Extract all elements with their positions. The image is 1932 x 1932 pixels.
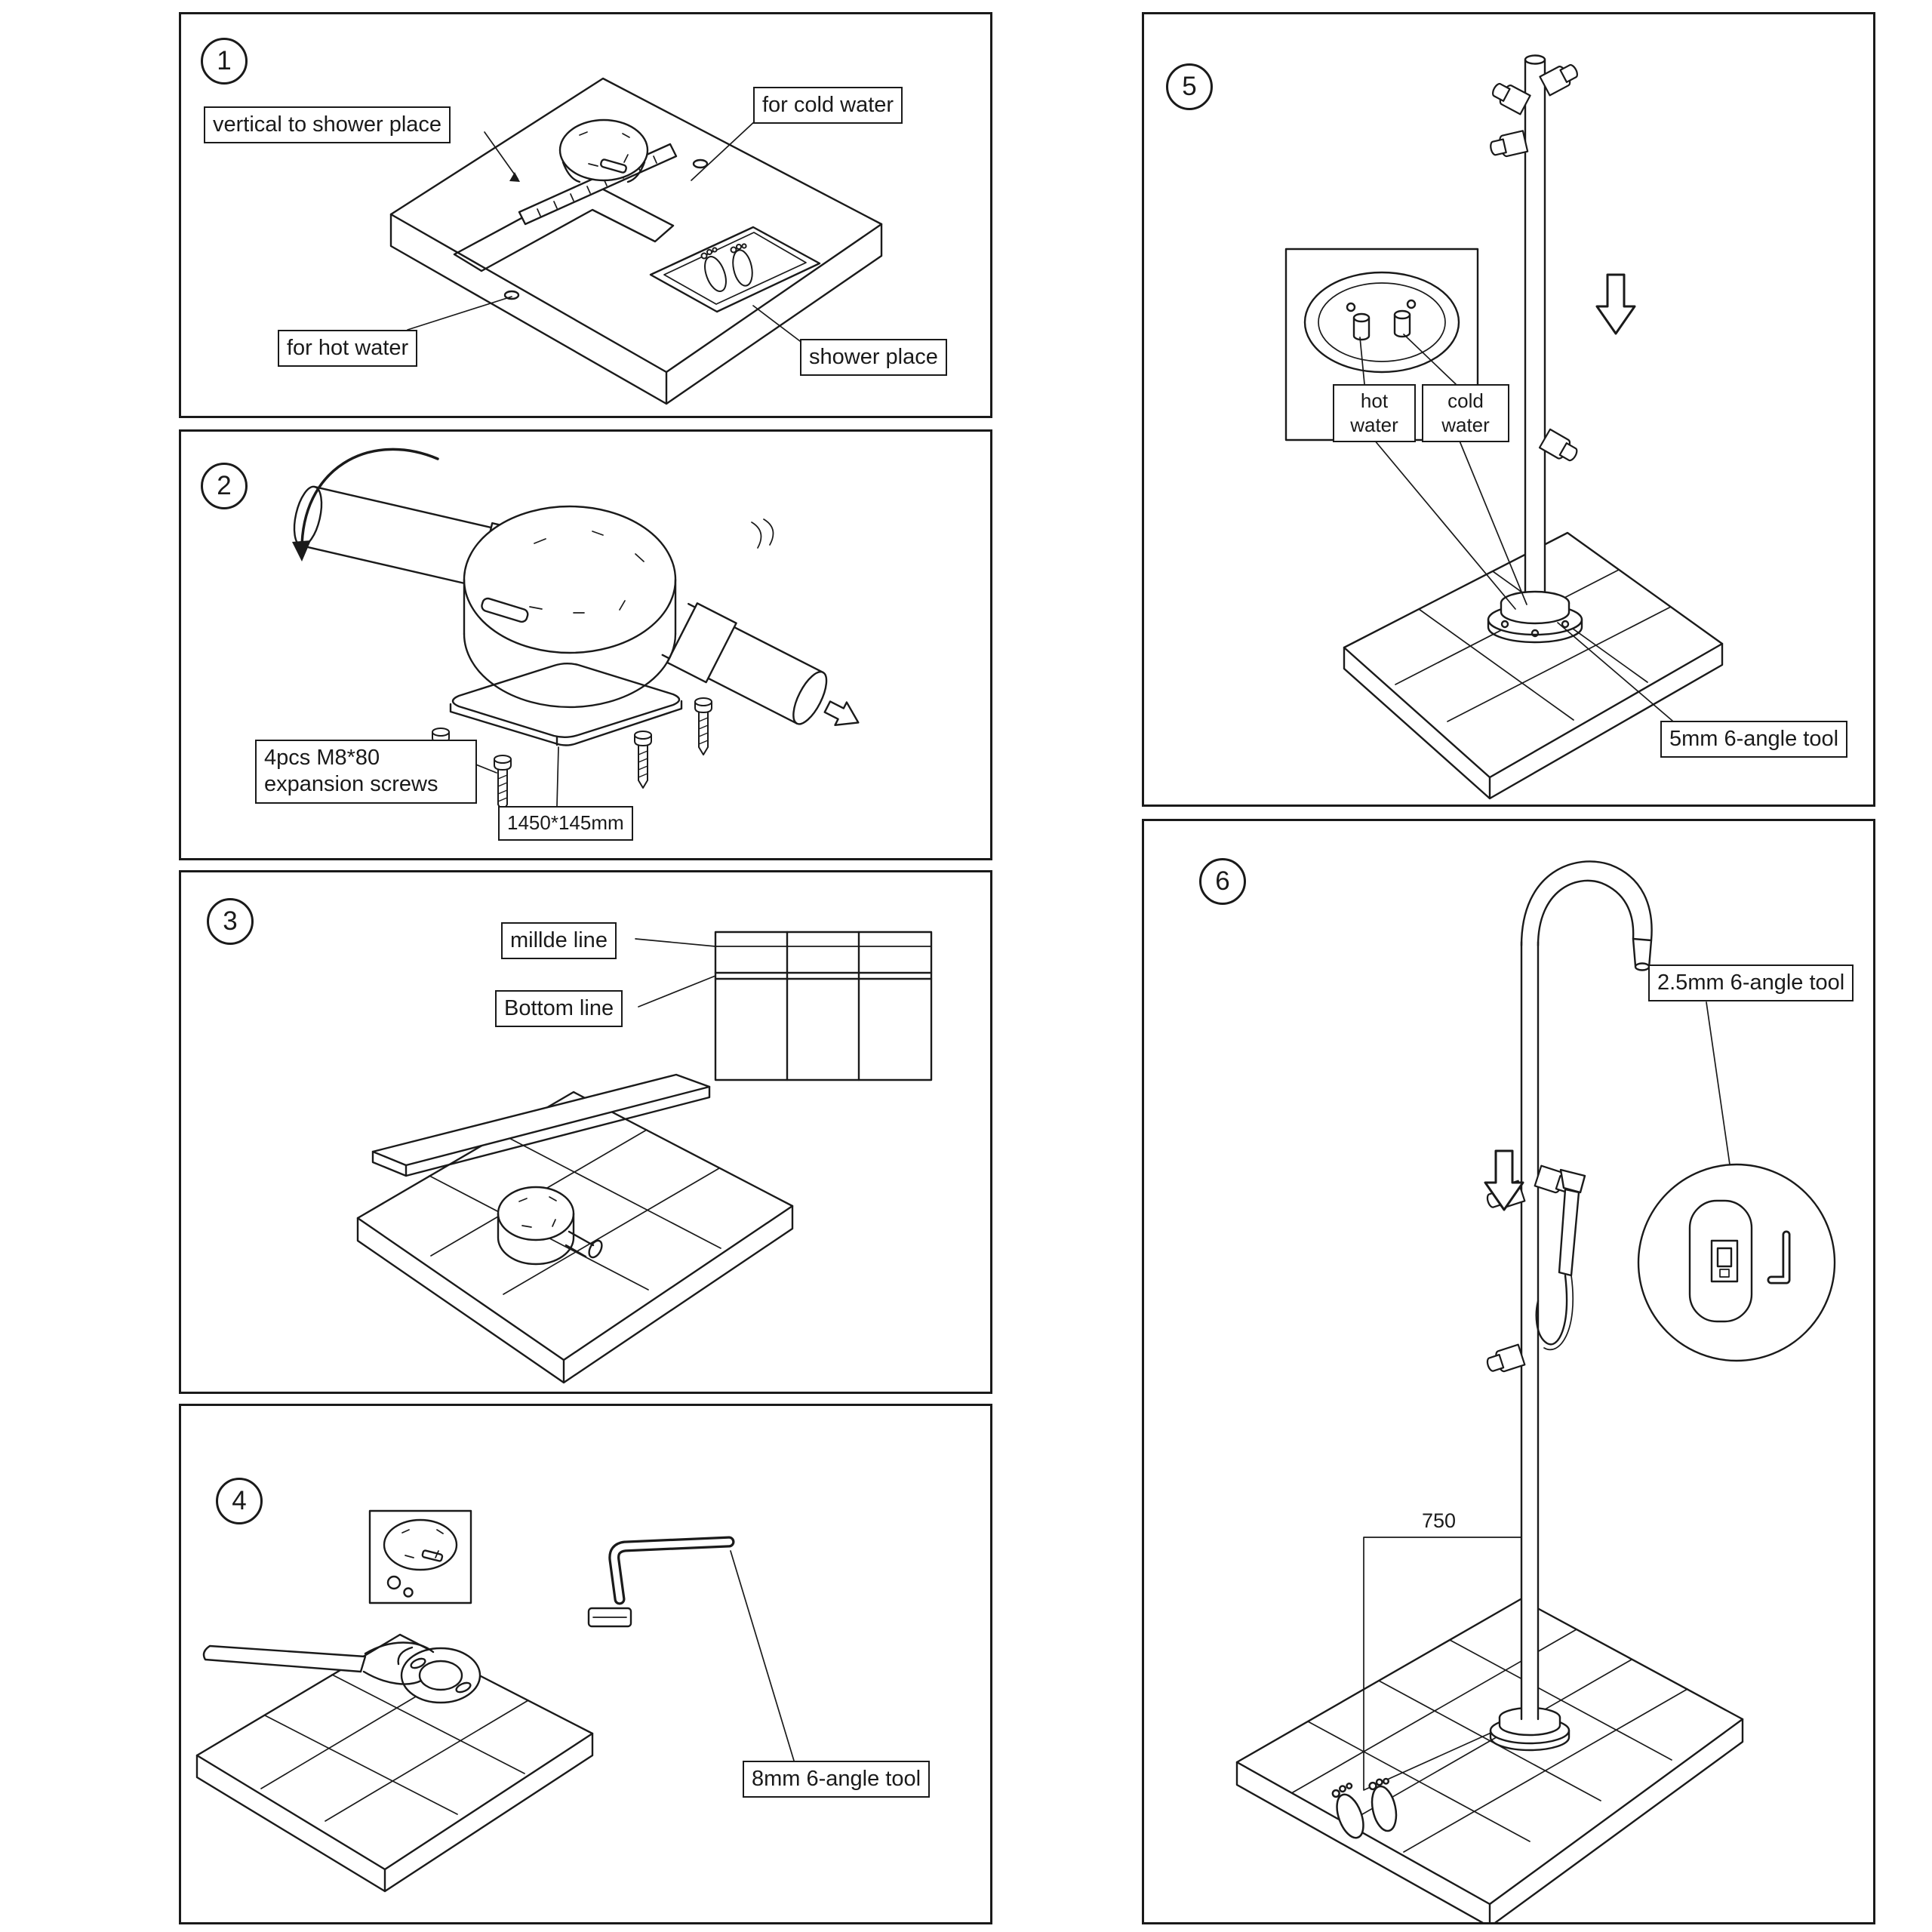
step3-drawing	[356, 931, 933, 1384]
leader-line	[1706, 1001, 1730, 1165]
valve-body	[463, 505, 677, 709]
mixer-valve	[497, 1186, 603, 1266]
gooseneck-spout	[1520, 860, 1653, 971]
shower-column	[1520, 940, 1540, 1721]
floor-slab	[1235, 1598, 1744, 1922]
label-shower-place: shower place	[800, 339, 947, 377]
panel-step-5: 5 hot water cold water 5mm 6-angle tool	[1142, 12, 1875, 807]
mixer-valve	[558, 118, 649, 183]
down-arrow	[1595, 273, 1636, 335]
panel-step-6: 6 2.5mm 6-angle tool 750	[1142, 819, 1875, 1924]
label-hot-water: hot water	[1333, 384, 1416, 443]
fixing-pad	[587, 1607, 632, 1628]
step-number: 4	[216, 1478, 263, 1524]
label-middle-line: millde line	[501, 922, 617, 960]
panel-step-3: 3 millde line Bottom line	[179, 870, 992, 1394]
label-5mm-tool: 5mm 6-angle tool	[1660, 721, 1848, 758]
label-vertical-to-shower-place: vertical to shower place	[204, 106, 451, 144]
step1-drawing	[389, 77, 883, 405]
step2-drawing	[292, 448, 860, 814]
shower-column	[1524, 54, 1546, 601]
base-flange	[1487, 590, 1583, 644]
dimension-750: 750	[1422, 1509, 1457, 1532]
cold-water-hole	[692, 158, 709, 169]
leader-arrowhead	[509, 172, 520, 182]
label-for-cold-water: for cold water	[753, 87, 903, 125]
step6-drawing	[1235, 860, 1836, 1922]
label-plate-size: 1450*145mm	[498, 806, 633, 841]
flange	[400, 1647, 481, 1704]
label-bottom-line: Bottom line	[495, 990, 623, 1028]
panel-step-1: 1 vertical to shower place for cold wate…	[179, 12, 992, 418]
step-number: 3	[207, 898, 254, 945]
panel-step-4: 4 8mm 6-angle tool	[179, 1404, 992, 1924]
label-expansion-screws: 4pcs M8*80 expansion screws	[255, 740, 477, 804]
label-2-5mm-tool: 2.5mm 6-angle tool	[1648, 964, 1854, 1002]
tile-wall	[714, 931, 933, 1081]
leader-lines	[407, 119, 804, 344]
step-number: 5	[1166, 63, 1213, 110]
mounting-plate	[449, 663, 683, 746]
label-for-hot-water: for hot water	[278, 330, 418, 368]
floor-slab	[195, 1633, 594, 1893]
hand-shower	[1535, 1168, 1586, 1351]
label-8mm-tool: 8mm 6-angle tool	[743, 1761, 931, 1798]
hot-water-hole	[503, 290, 520, 300]
leader-lines	[1359, 334, 1673, 721]
panel-step-2: 2 4pcs M8*80 expansion screws 1450*145mm	[179, 429, 992, 860]
step4-drawing	[195, 1509, 795, 1893]
step-number: 2	[201, 463, 248, 509]
step-number: 6	[1199, 858, 1246, 905]
rotation-arrow	[292, 448, 439, 561]
leader-line	[730, 1550, 795, 1761]
valve-top-detail-box	[368, 1509, 472, 1604]
tool-detail-circle	[1637, 1163, 1836, 1362]
adjust-mark	[751, 518, 774, 549]
timber-beam	[371, 1073, 711, 1177]
label-cold-water: cold water	[1422, 384, 1509, 443]
floor-slab	[356, 1091, 794, 1384]
hex-key	[608, 1536, 735, 1605]
outlet-pipe-right	[661, 602, 860, 727]
step-number: 1	[201, 38, 248, 85]
leader-lines	[635, 938, 716, 1008]
wrench	[202, 1641, 435, 1685]
